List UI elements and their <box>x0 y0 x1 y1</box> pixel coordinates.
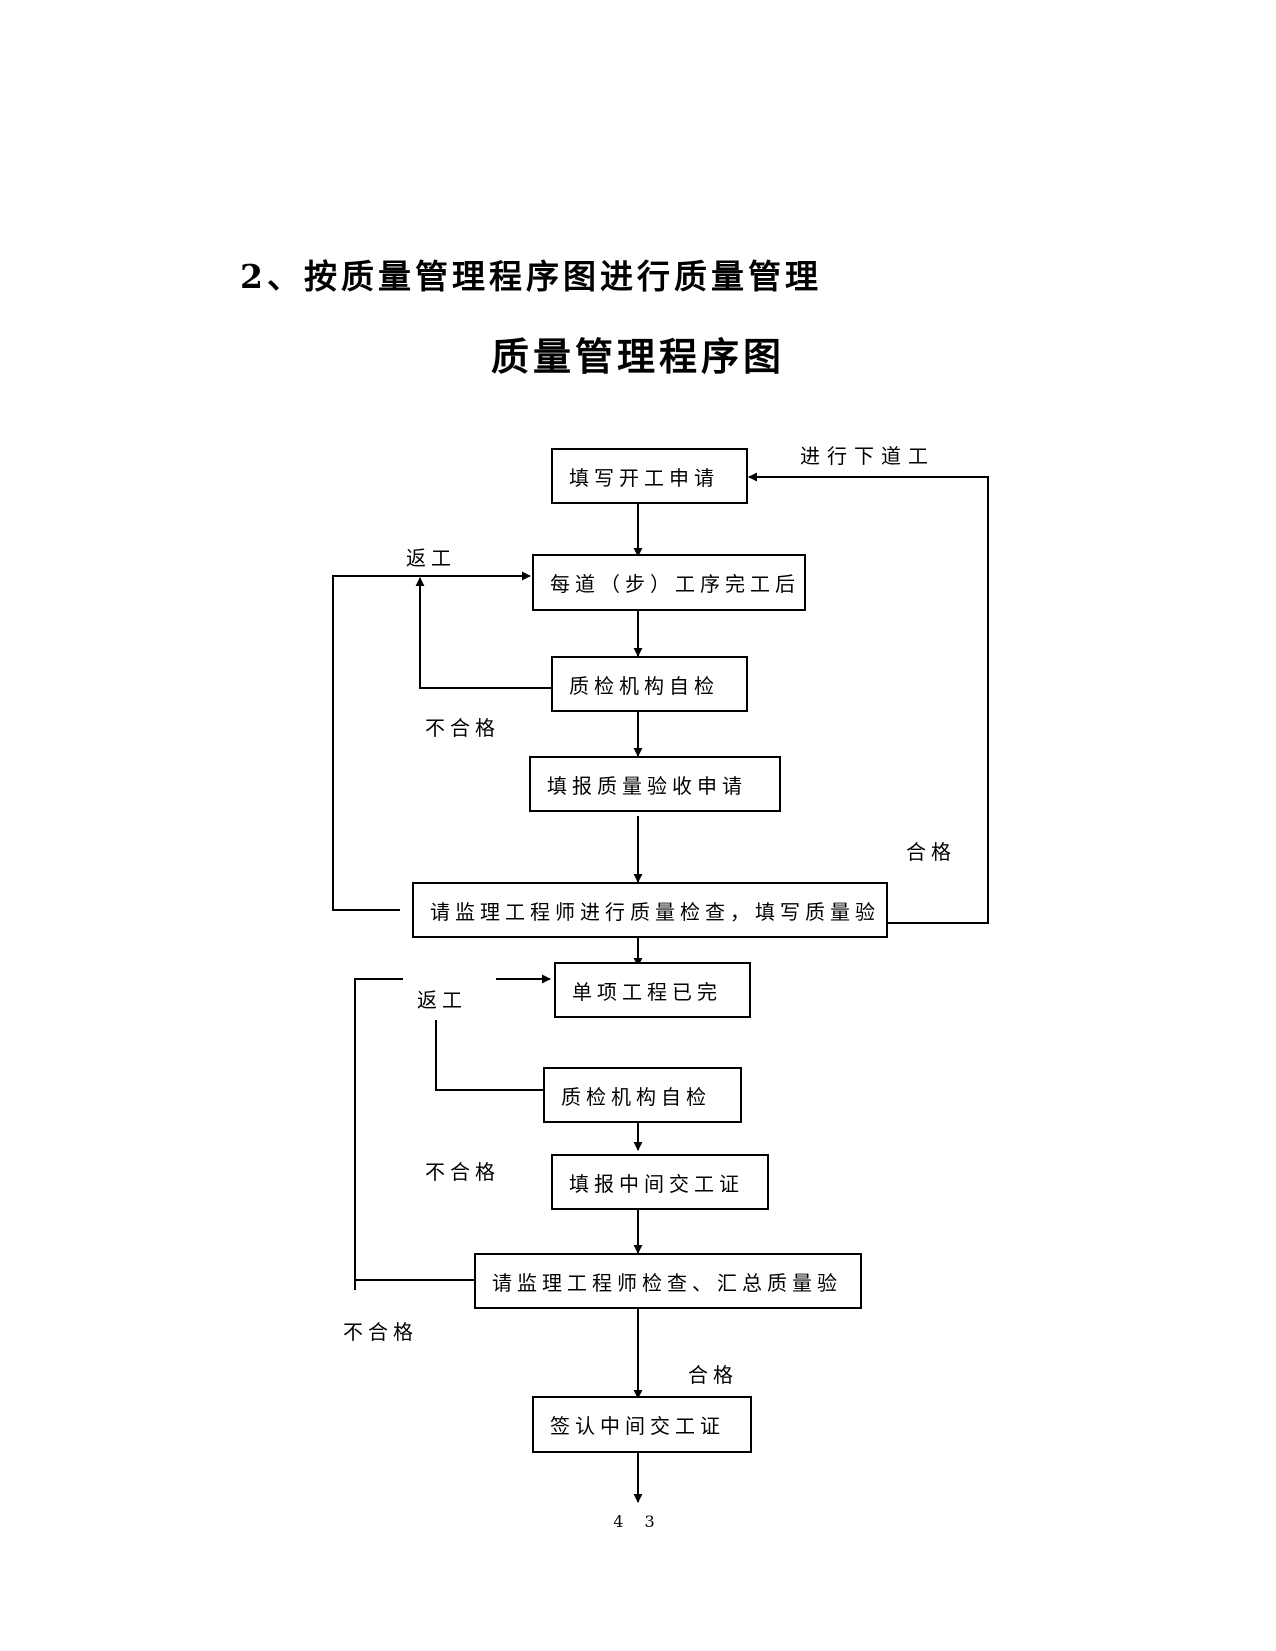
label-rework-1: 返工 <box>406 546 456 570</box>
fail-loop-connector-2 <box>435 1020 543 1091</box>
label-fail-2: 不合格 <box>425 1160 500 1184</box>
node-fill-start-application-label: 填写开工申请 <box>569 465 719 490</box>
node-fill-handover-certificate-label: 填报中间交工证 <box>569 1171 744 1196</box>
node-item-complete: 单项工程已完 <box>554 962 751 1018</box>
label-pass-2: 合格 <box>688 1363 738 1387</box>
node-self-check-1: 质检机构自检 <box>551 656 748 712</box>
label-pass-1: 合格 <box>906 840 956 864</box>
diagram-title: 质量管理程序图 <box>490 334 785 379</box>
node-each-step-complete: 每道（步）工序完工后 <box>532 554 806 611</box>
node-supervisor-check-label: 请监理工程师进行质量检查，填写质量验 <box>430 899 880 924</box>
node-fill-acceptance-application-label: 填报质量验收申请 <box>547 773 747 798</box>
node-fill-acceptance-application: 填报质量验收申请 <box>529 756 781 812</box>
node-supervisor-check: 请监理工程师进行质量检查，填写质量验 <box>412 882 888 938</box>
page-number: 4 3 <box>613 1512 663 1531</box>
fail-loop-connector-3 <box>354 978 474 1281</box>
node-self-check-2-label: 质检机构自检 <box>561 1084 711 1109</box>
node-supervisor-summary-label: 请监理工程师检查、汇总质量验 <box>492 1270 842 1295</box>
node-self-check-2: 质检机构自检 <box>543 1067 742 1123</box>
node-sign-handover-certificate-label: 签认中间交工证 <box>550 1414 725 1438</box>
rework-loop-connector-1 <box>332 571 531 911</box>
node-each-step-complete-label: 每道（步）工序完工后 <box>550 572 800 596</box>
label-fail-3: 不合格 <box>343 1320 418 1344</box>
label-rework-2: 返工 <box>417 988 467 1012</box>
node-supervisor-summary: 请监理工程师检查、汇总质量验 <box>474 1253 862 1309</box>
node-fill-handover-certificate: 填报中间交工证 <box>551 1154 769 1210</box>
label-fail-1: 不合格 <box>425 716 500 740</box>
node-self-check-1-label: 质检机构自检 <box>569 673 719 698</box>
pass-loop-connector <box>748 472 989 924</box>
fail-loop-connector-1 <box>415 577 551 689</box>
node-sign-handover-certificate: 签认中间交工证 <box>532 1396 752 1453</box>
node-item-complete-label: 单项工程已完 <box>572 979 722 1004</box>
section-heading: 2、按质量管理程序图进行质量管理 <box>240 257 822 296</box>
label-next-process: 进行下道工 <box>800 444 935 468</box>
node-fill-start-application: 填写开工申请 <box>551 448 748 504</box>
